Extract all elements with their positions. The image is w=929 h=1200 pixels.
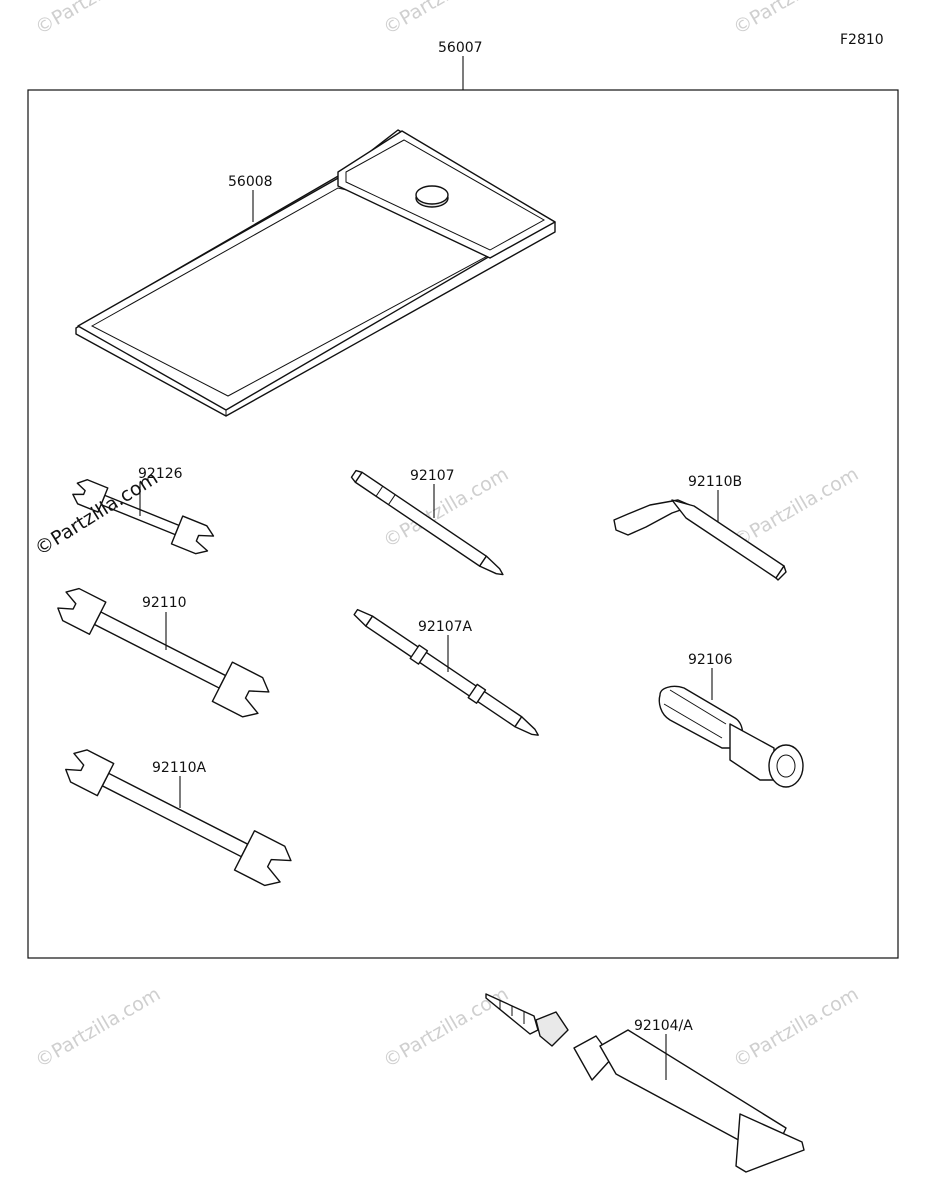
- nozzle-cap: [535, 1011, 569, 1047]
- handle-end-cap: [768, 744, 804, 788]
- hex-key[interactable]: [613, 499, 787, 581]
- watermark: ©Partzilla.com: [730, 983, 863, 1072]
- part-label-92110[interactable]: 92110: [142, 595, 187, 611]
- tool-pouch[interactable]: [75, 129, 556, 417]
- watermark: ©Partzilla.com: [32, 0, 165, 39]
- watermark: ©Partzilla.com: [380, 0, 513, 39]
- watermark: ©Partzilla.com: [730, 463, 863, 552]
- part-label-56007[interactable]: 56007: [438, 40, 483, 56]
- part-label-92107A[interactable]: 92107A: [418, 619, 473, 635]
- figure-code: F2810: [840, 32, 884, 48]
- wrench-a[interactable]: [60, 742, 296, 891]
- screwdriver-a[interactable]: [351, 606, 542, 742]
- part-label-92106[interactable]: 92106: [688, 652, 733, 668]
- screwdriver[interactable]: [350, 469, 506, 580]
- part-label-92110B[interactable]: 92110B: [688, 474, 742, 490]
- wrench[interactable]: [52, 580, 273, 722]
- part-label-92110A[interactable]: 92110A: [152, 760, 207, 776]
- repair-tube[interactable]: [485, 993, 805, 1173]
- part-label-92126[interactable]: 92126: [138, 466, 183, 482]
- part-label-92107[interactable]: 92107: [410, 468, 455, 484]
- part-label-92104A[interactable]: 92104/A: [634, 1018, 693, 1034]
- handle[interactable]: [658, 685, 804, 788]
- part-label-56008[interactable]: 56008: [228, 174, 273, 190]
- watermark: ©Partzilla.com: [32, 983, 165, 1072]
